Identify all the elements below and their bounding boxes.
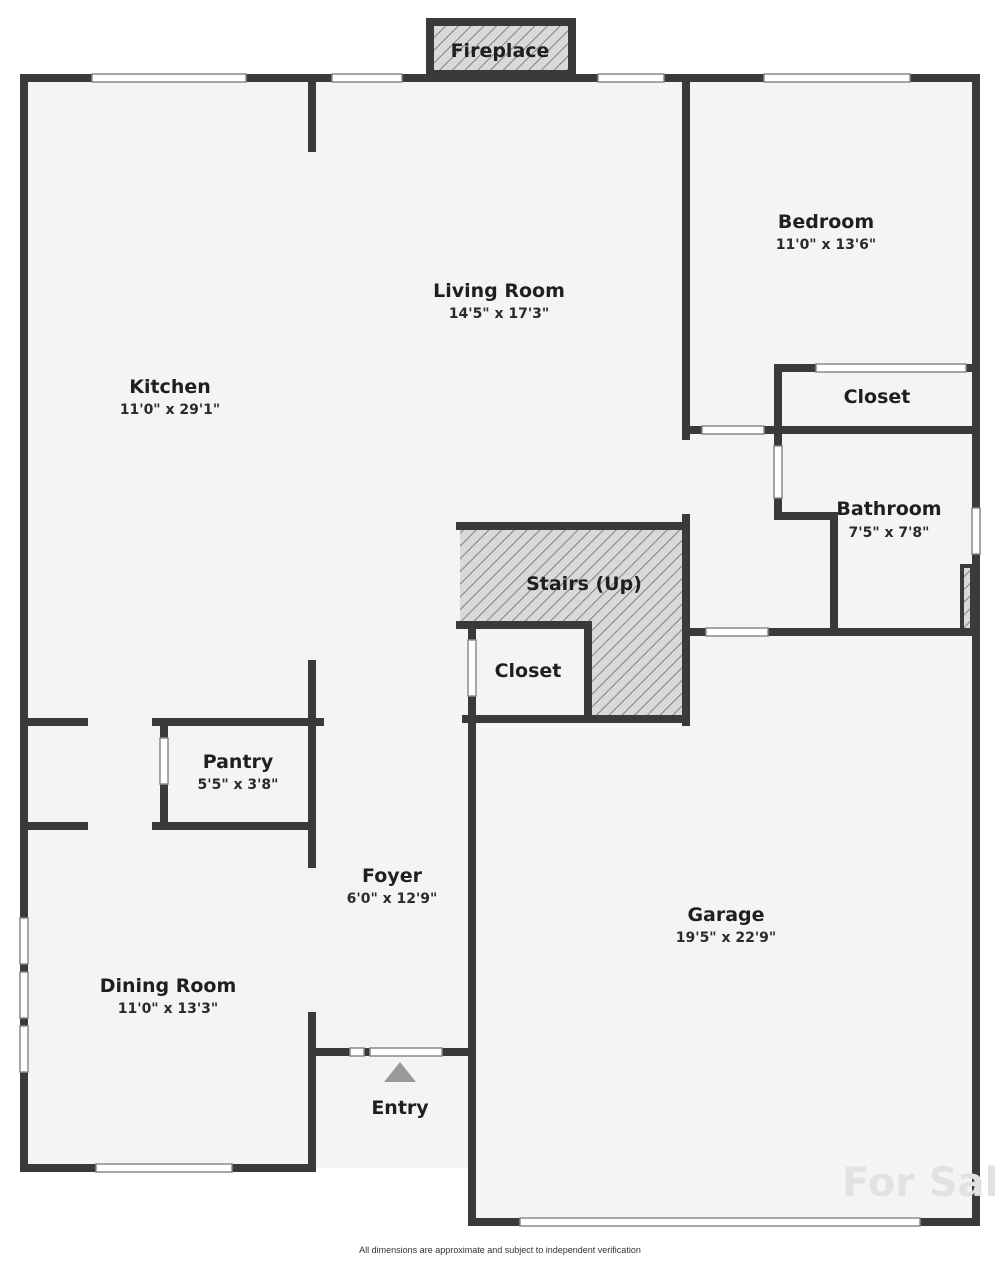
garage-label: Garage bbox=[687, 904, 764, 926]
bedroom-closet-label: Closet bbox=[844, 386, 911, 408]
foyer-closet-label: Closet bbox=[495, 660, 562, 682]
watermark: For Sale bbox=[842, 1160, 1000, 1206]
kitchen-label: Kitchen bbox=[129, 376, 211, 398]
bathroom-fixture bbox=[960, 564, 974, 632]
disclaimer: All dimensions are approximate and subje… bbox=[359, 1245, 641, 1255]
living-room-dimensions: 14'5" x 17'3" bbox=[449, 306, 549, 322]
foyer-dimensions: 6'0" x 12'9" bbox=[347, 891, 438, 907]
stairs-label: Stairs (Up) bbox=[526, 573, 642, 595]
foyer-label: Foyer bbox=[362, 865, 423, 887]
floor-areas bbox=[24, 22, 976, 1222]
kitchen-dimensions: 11'0" x 29'1" bbox=[120, 402, 220, 418]
dining-room-label: Dining Room bbox=[100, 975, 237, 997]
garage-dimensions: 19'5" x 22'9" bbox=[676, 930, 776, 946]
bathroom-dimensions: 7'5" x 7'8" bbox=[849, 525, 930, 541]
windows bbox=[19, 73, 981, 1227]
dining-room-dimensions: 11'0" x 13'3" bbox=[118, 1001, 218, 1017]
entry-label: Entry bbox=[371, 1097, 429, 1119]
fireplace-label: Fireplace bbox=[451, 40, 550, 62]
bathroom-label: Bathroom bbox=[836, 498, 941, 520]
living-room-label: Living Room bbox=[433, 280, 565, 302]
pantry-label: Pantry bbox=[203, 751, 274, 773]
entry-arrow-icon bbox=[384, 1062, 416, 1082]
bedroom-dimensions: 11'0" x 13'6" bbox=[776, 237, 876, 253]
pantry-dimensions: 5'5" x 3'8" bbox=[198, 777, 279, 793]
bedroom-label: Bedroom bbox=[778, 211, 874, 233]
